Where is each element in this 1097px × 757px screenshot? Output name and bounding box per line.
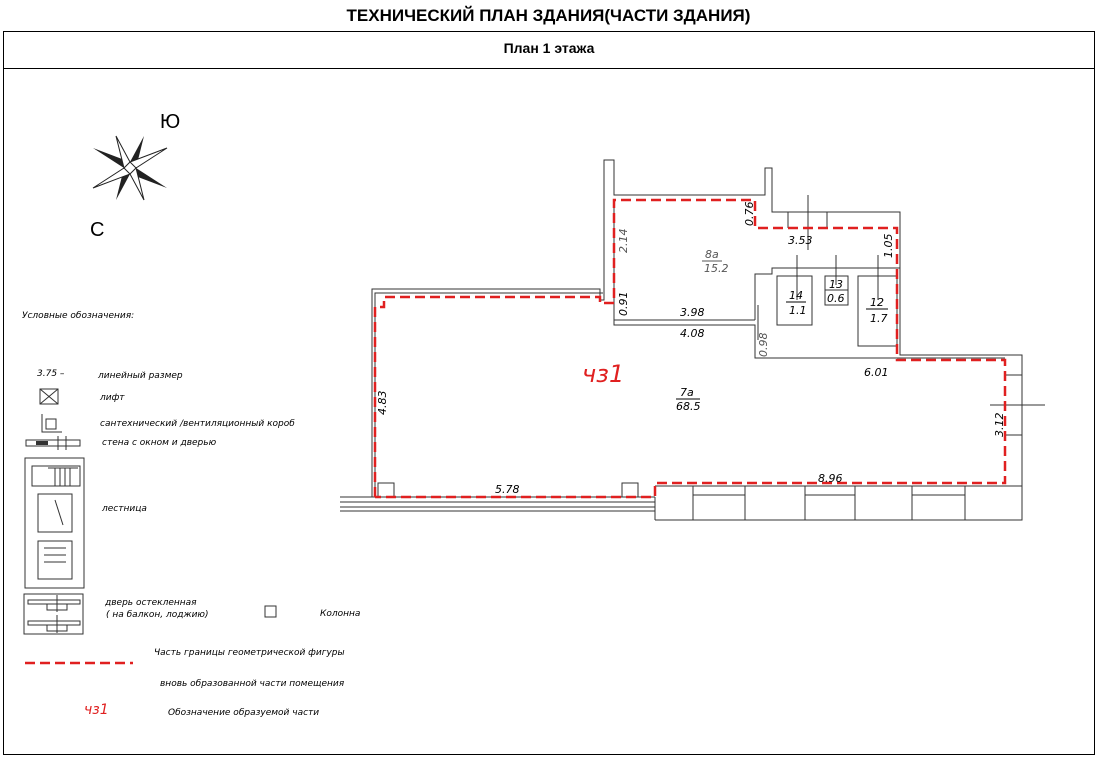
- walls: [340, 159, 1045, 521]
- legend-item: Часть границы геометрической фигуры: [154, 648, 345, 658]
- svg-text:1.7: 1.7: [870, 312, 888, 325]
- legend-item: линейный размер: [97, 371, 183, 381]
- room-14-label: 14 1.1: [786, 289, 807, 317]
- room-13-label: 13 0.6: [827, 278, 845, 305]
- svg-text:8а: 8а: [705, 248, 719, 261]
- duct-icon: [41, 414, 62, 433]
- legend-item: ( на балкон, лоджию): [106, 610, 209, 620]
- column-icon: [264, 605, 277, 618]
- dimension-label: 3.12: [993, 413, 1006, 438]
- dimension-label: 3.53: [788, 234, 813, 247]
- document-title: ТЕХНИЧЕСКИЙ ПЛАН ЗДАНИЯ(ЧАСТИ ЗДАНИЯ): [346, 6, 751, 25]
- dimension-label: 0.98: [757, 333, 770, 358]
- svg-text:7а: 7а: [680, 386, 694, 399]
- svg-text:13: 13: [829, 278, 843, 291]
- drawing-frame: [3, 31, 1095, 755]
- svg-text:15.2: 15.2: [704, 262, 729, 275]
- legend-item: стена с окном и дверью: [102, 438, 217, 448]
- legend-item: Колонна: [320, 609, 360, 619]
- svg-text:14: 14: [789, 289, 803, 302]
- legend-item: вновь образованной части помещения: [160, 679, 345, 689]
- glazed-door-icon: [23, 593, 84, 635]
- dimension-label: 2.14: [617, 229, 630, 254]
- legend-heading: Условные обозначения:: [22, 311, 134, 321]
- floor-plan-title: План 1 этажа: [3, 31, 1095, 69]
- dimension-label: 0.91: [617, 292, 630, 317]
- dimension-label: 6.01: [864, 366, 889, 379]
- svg-text:12: 12: [870, 296, 884, 309]
- staircase-icon: [24, 457, 85, 589]
- dimension-label: 4.83: [376, 391, 389, 416]
- legend-item: сантехнический /вентиляционный короб: [100, 419, 295, 429]
- legend-item: лестница: [101, 504, 147, 514]
- new-part-boundary: [373, 198, 1007, 499]
- legend-item: Обозначение образуемой части: [168, 708, 319, 718]
- svg-text:0.6: 0.6: [827, 292, 845, 305]
- dimension-label: 3.98: [680, 306, 705, 319]
- compass-south-label: Ю: [160, 111, 180, 133]
- part-label: чз1: [582, 360, 624, 388]
- room-7a-label: 7а 68.5: [676, 386, 701, 413]
- room-12-label: 12 1.7: [866, 296, 888, 325]
- legend-item: лифт: [99, 393, 125, 403]
- room-8a-label: 8а 15.2: [702, 248, 729, 275]
- elevator-icon: [39, 388, 59, 405]
- legend-sample-dimension: 3.75 –: [37, 369, 65, 379]
- dimension-label: 4.08: [680, 327, 705, 340]
- svg-text:1.1: 1.1: [789, 304, 807, 317]
- dimension-label: 8.96: [818, 472, 843, 485]
- dimension-label: 0.76: [743, 202, 756, 227]
- compass-rose-icon: [92, 135, 168, 201]
- legend-part-sample: чз1: [84, 702, 109, 718]
- svg-text:68.5: 68.5: [676, 400, 701, 413]
- dimension-label: 5.78: [495, 483, 520, 496]
- compass-north-label: С: [90, 219, 104, 241]
- legend-item: дверь остекленная: [104, 598, 197, 608]
- dimension-label: 1.05: [882, 234, 895, 259]
- wall-window-door-icon: [25, 436, 81, 450]
